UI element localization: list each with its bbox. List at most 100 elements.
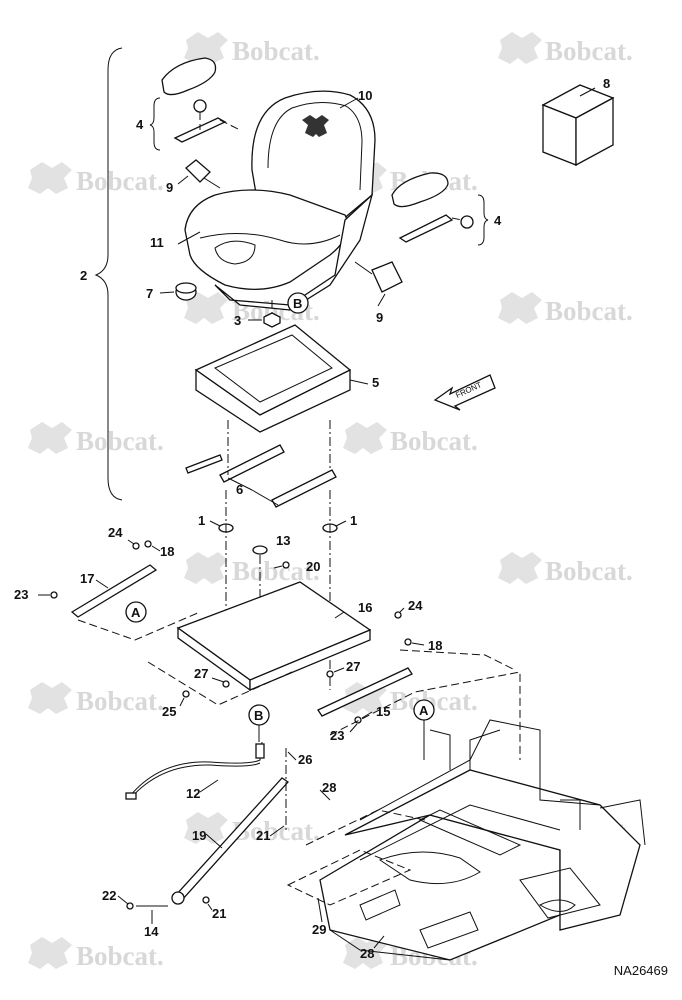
callout-16: 16: [358, 600, 372, 615]
callout-27-left: 27: [194, 666, 208, 681]
callout-10: 10: [358, 88, 372, 103]
callout-1-left: 1: [198, 513, 205, 528]
seat-rod: [171, 748, 289, 905]
callout-20: 20: [306, 559, 320, 574]
svg-text:Bobcat.: Bobcat.: [545, 36, 633, 66]
callout-15: 15: [376, 704, 390, 719]
lumbar-knob-right: [354, 261, 403, 293]
document-number: NA26469: [613, 963, 668, 978]
callout-9-right: 9: [376, 310, 383, 325]
callout-26: 26: [298, 752, 312, 767]
svg-text:B: B: [293, 296, 302, 311]
callout-19: 19: [192, 828, 206, 843]
nut-18-right: [404, 638, 412, 646]
nut-25: [182, 690, 190, 698]
bobcat-watermark: Bobcat.: [343, 682, 478, 716]
callout-2: 2: [80, 268, 87, 283]
callout-labels: 8 10 4 9 4 11 2 7 3 9 5 6 1 1 24 13 18 2…: [14, 76, 610, 961]
svg-text:A: A: [419, 703, 429, 718]
seat-mount-plate: [176, 581, 372, 692]
svg-text:Bobcat.: Bobcat.: [390, 426, 478, 456]
callout-9-left: 9: [166, 180, 173, 195]
callout-28-top: 28: [322, 780, 336, 795]
bobcat-watermark: Bobcat.: [498, 292, 633, 326]
leader-lines: [38, 87, 596, 949]
callout-4-left: 4: [136, 117, 144, 132]
svg-text:Bobcat.: Bobcat.: [232, 556, 320, 586]
seat-logo-icon: [302, 115, 329, 137]
mount-nut: [263, 300, 281, 328]
seat-cushion-assembly: [184, 90, 376, 311]
adjustment-knob: [175, 282, 197, 301]
watermark-layer: Bobcat. Bobcat. Bobcat. Bobcat. Bobcat. …: [28, 32, 633, 971]
callout-12: 12: [186, 786, 200, 801]
armrest-left-brace: [149, 97, 161, 151]
seat-suspension: [194, 324, 352, 433]
bolt-24-left: [132, 542, 140, 550]
callout-8: 8: [603, 76, 610, 91]
callout-23-right: 23: [330, 728, 344, 743]
svg-text:A: A: [131, 605, 141, 620]
bolt-20: [282, 561, 290, 569]
bobcat-watermark: Bobcat.: [343, 422, 478, 456]
callout-24-right: 24: [408, 598, 423, 613]
pin-21: [202, 896, 210, 904]
ref-circle-b-top: B: [287, 292, 309, 314]
callout-29: 29: [312, 922, 326, 937]
bobcat-watermark: Bobcat.: [28, 422, 164, 456]
callout-11: 11: [150, 235, 164, 250]
spacer-right: [322, 490, 338, 690]
bobcat-watermark: Bobcat.: [28, 682, 164, 716]
callout-6: 6: [236, 482, 243, 497]
armrest-left: [161, 57, 241, 143]
bobcat-watermark: Bobcat.: [184, 32, 320, 66]
callout-4-right: 4: [494, 213, 502, 228]
seat-switch-harness: [125, 741, 265, 800]
bobcat-watermark: Bobcat.: [184, 552, 320, 586]
machine-frame: [319, 719, 646, 961]
bracket-right: [317, 667, 413, 717]
callout-27-right: 27: [346, 659, 360, 674]
callout-21-top: 21: [256, 828, 270, 843]
callout-7: 7: [146, 286, 153, 301]
assembly-brace: [94, 47, 123, 501]
svg-text:Bobcat.: Bobcat.: [76, 686, 164, 716]
pin-22: [126, 902, 134, 910]
svg-text:B: B: [254, 708, 263, 723]
bolt-24-right: [394, 611, 402, 619]
callout-18-left: 18: [160, 544, 174, 559]
nut-27-left: [222, 680, 230, 688]
svg-text:Bobcat.: Bobcat.: [76, 166, 164, 196]
svg-text:Bobcat.: Bobcat.: [232, 36, 320, 66]
svg-text:Bobcat.: Bobcat.: [545, 556, 633, 586]
callout-21-bottom: 21: [212, 906, 226, 921]
svg-text:Bobcat.: Bobcat.: [545, 296, 633, 326]
callout-28-bottom: 28: [360, 946, 374, 961]
seat-slide-rails: [185, 420, 337, 508]
ref-circle-a-right: A: [413, 699, 435, 760]
bolt-23-left: [50, 591, 58, 599]
bobcat-watermark: Bobcat.: [28, 162, 164, 196]
bobcat-watermark: Bobcat.: [28, 937, 164, 971]
callout-1-right: 1: [350, 513, 357, 528]
armrest-right: [391, 172, 474, 243]
ref-circle-b-bottom: B: [248, 704, 270, 742]
ref-circle-a-left: A: [125, 601, 147, 623]
svg-text:Bobcat.: Bobcat.: [76, 426, 164, 456]
callout-18-right: 18: [428, 638, 442, 653]
callout-13: 13: [276, 533, 290, 548]
bracket-left: [70, 564, 158, 618]
manual-box: [541, 84, 615, 167]
callout-5: 5: [372, 375, 379, 390]
bobcat-watermark: Bobcat.: [498, 552, 633, 586]
nut-27-right: [326, 670, 334, 678]
bobcat-watermark: Bobcat.: [498, 32, 633, 66]
callout-14: 14: [144, 924, 159, 939]
lumbar-knob-left: [185, 159, 221, 189]
callout-22: 22: [102, 888, 116, 903]
callout-3: 3: [234, 313, 241, 328]
callout-23-left: 23: [14, 587, 28, 602]
callout-25: 25: [162, 704, 176, 719]
callout-24-left: 24: [108, 525, 123, 540]
